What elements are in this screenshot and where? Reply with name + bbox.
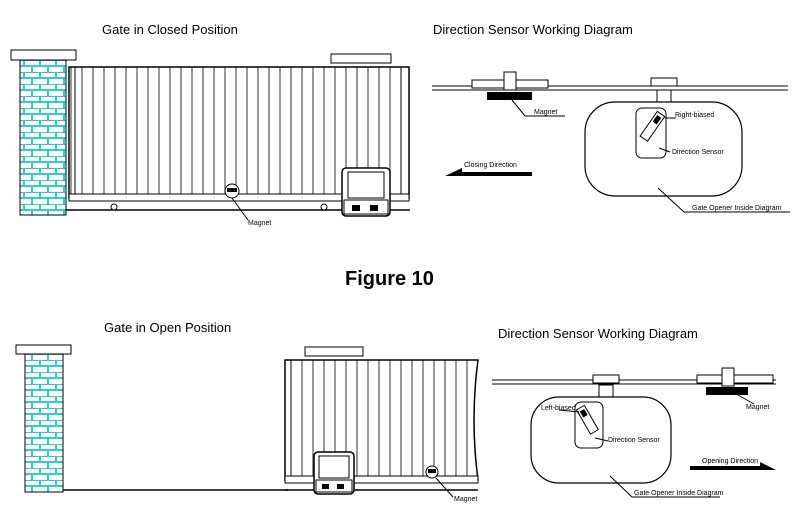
bottom-sensor-magnet-label: Magnet	[746, 404, 769, 411]
bottom-direction-sensor-icon	[574, 401, 604, 449]
top-gate-opener-unit	[341, 167, 391, 217]
top-magnet-label: Magnet	[248, 220, 271, 227]
opening-direction-arrow-icon	[690, 462, 776, 470]
top-title-closed: Gate in Closed Position	[102, 22, 238, 37]
top-sensor-magnet-label: Magnet	[534, 109, 557, 116]
closing-direction-arrow-icon	[445, 168, 532, 176]
top-opener-label: Gate Opener Inside Diagram	[692, 205, 782, 212]
bottom-title-sensor-diagram: Direction Sensor Working Diagram	[498, 326, 698, 341]
top-direction-sensor-icon	[635, 107, 667, 159]
bottom-gate-opener-unit	[313, 451, 355, 495]
top-pillar	[10, 49, 77, 216]
bottom-pillar	[15, 344, 72, 493]
bottom-title-open: Gate in Open Position	[104, 320, 231, 335]
bottom-direction-sensor-label: Direction Sensor	[608, 437, 660, 444]
top-direction-sensor-label: Direction Sensor	[672, 149, 724, 156]
bottom-opener-label: Gate Opener Inside Diagram	[634, 490, 724, 497]
bottom-gate	[284, 346, 479, 491]
bottom-sensor-magnet-icon	[696, 367, 774, 395]
bottom-bias-label: Left-biased	[541, 405, 576, 412]
bottom-gate-magnet-icon	[425, 465, 439, 479]
closing-direction-label: Closing Direction	[464, 162, 517, 169]
top-bias-label: Right-biased	[675, 112, 714, 119]
bottom-magnet-label: Magnet	[454, 496, 477, 503]
top-sensor-magnet-icon	[471, 71, 549, 100]
figure-label: Figure 10	[345, 268, 434, 290]
top-title-sensor-diagram: Direction Sensor Working Diagram	[433, 22, 633, 37]
opening-direction-label: Opening Direction	[702, 458, 758, 465]
top-gate-magnet-icon	[224, 183, 240, 199]
